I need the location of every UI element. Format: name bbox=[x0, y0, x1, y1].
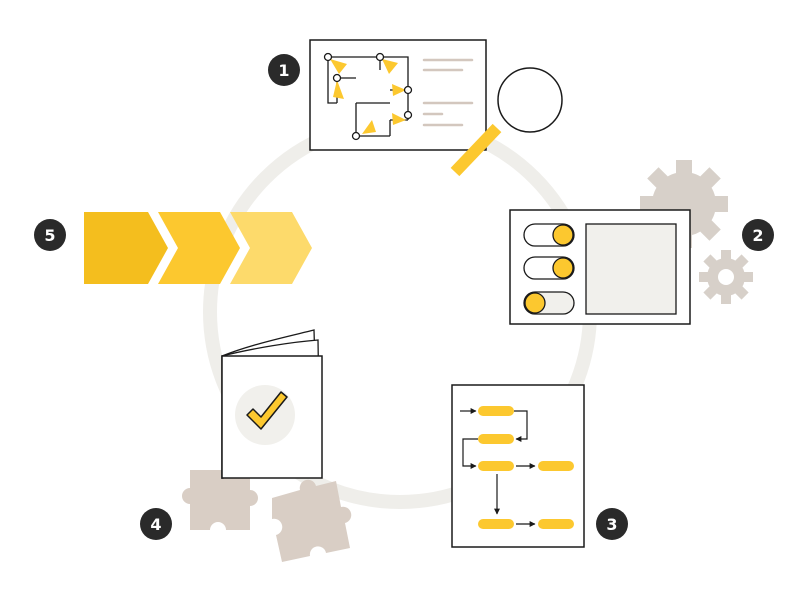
camera-markers bbox=[330, 59, 406, 134]
magnifier-icon bbox=[450, 67, 563, 177]
step-badge-1: 1 bbox=[268, 54, 300, 86]
chevron-2 bbox=[158, 212, 240, 284]
step-badge-2: 2 bbox=[742, 219, 774, 251]
chevron-1 bbox=[84, 212, 168, 284]
step-2-configuration-panel bbox=[509, 160, 753, 325]
chevron-3 bbox=[230, 212, 312, 284]
step-badge-4: 4 bbox=[140, 508, 172, 540]
step-4-checklist-booklet bbox=[182, 329, 352, 562]
step-badge-3: 3 bbox=[596, 508, 628, 540]
flow-arrows bbox=[460, 408, 536, 527]
small-gear-icon bbox=[699, 250, 753, 304]
step-5-progress-chevrons bbox=[84, 212, 312, 284]
toggle-switch-3 bbox=[523, 291, 575, 315]
toggle-switch-2 bbox=[523, 256, 575, 280]
step-badge-2-number: 2 bbox=[752, 226, 763, 245]
step-badge-5: 5 bbox=[34, 219, 66, 251]
preview-pane bbox=[585, 223, 677, 315]
step-badge-4-number: 4 bbox=[150, 515, 161, 534]
toggle-switch-1 bbox=[523, 223, 575, 247]
step-3-workflow-document bbox=[451, 384, 585, 548]
floor-plan-nodes bbox=[323, 52, 413, 141]
step-badge-1-number: 1 bbox=[278, 61, 289, 80]
step-1-floor-plan-inspection bbox=[309, 39, 563, 177]
puzzle-piece-icon bbox=[182, 470, 352, 562]
step-badge-5-number: 5 bbox=[44, 226, 55, 245]
step-badge-3-number: 3 bbox=[606, 515, 617, 534]
text-lines bbox=[422, 58, 474, 127]
flow-steps bbox=[478, 406, 574, 529]
check-icon bbox=[246, 391, 288, 430]
